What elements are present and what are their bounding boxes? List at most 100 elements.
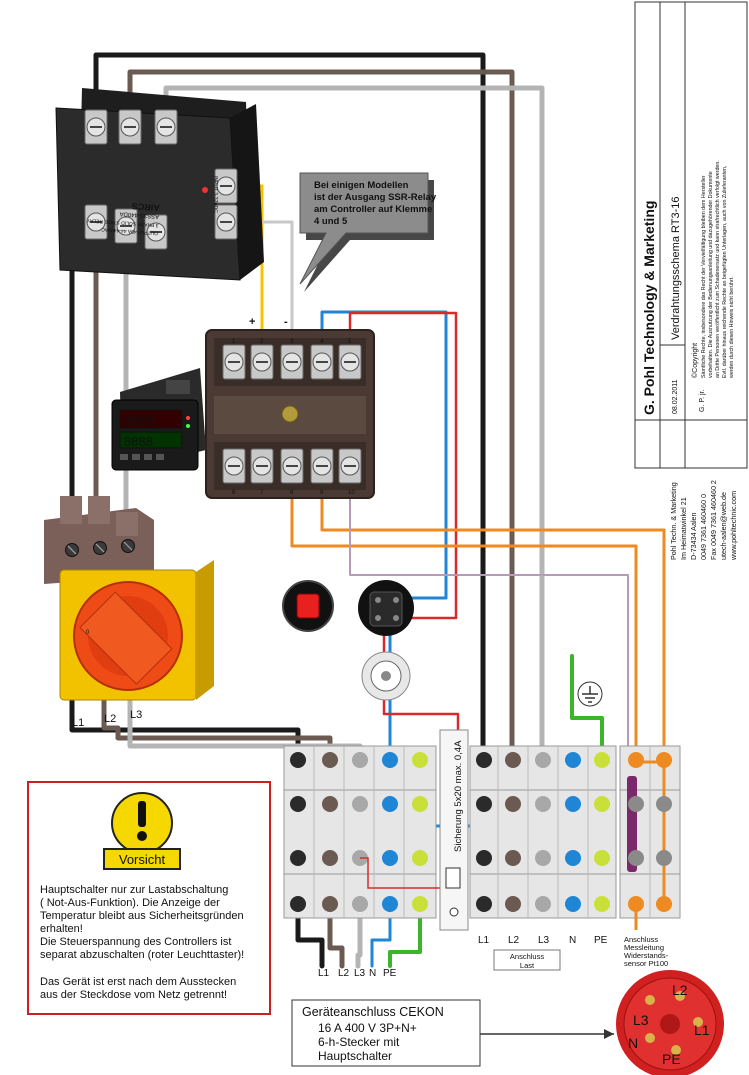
terminal-label-l1: L1 xyxy=(478,935,490,946)
solid-state-relay: AIRCS ASS3S-440DA 3 PHASE SOLID STATE RE… xyxy=(55,88,264,281)
warning-p1-2: ( Not-Aus-Funktion). Die Anzeige der xyxy=(40,897,220,909)
terminal-label-l3: L3 xyxy=(538,935,550,946)
ssr-model: ASS3S-440DA xyxy=(119,210,159,219)
title-block: G. Pohl Technology & Marketing Verdrahtu… xyxy=(634,1,748,561)
ctrl-num-1: 1 xyxy=(232,339,236,345)
ctrl-terminal-4 xyxy=(310,344,334,380)
ctrl-num-3: 3 xyxy=(290,339,294,345)
plug-l3: L3 xyxy=(633,1012,649,1028)
ssr-input: INPUT 3-32VDC xyxy=(212,176,218,213)
cekon-line-3: 6-h-Stecker mit xyxy=(318,1035,400,1049)
warning-p1-6: separat abzuschalten (roter Leuchttaster… xyxy=(40,949,244,961)
address-3: D-73434 Aalen xyxy=(689,512,698,560)
switch-label-l2: L2 xyxy=(104,713,116,725)
terminal-label-pe: PE xyxy=(594,935,608,946)
ssr-minus-label: - xyxy=(284,316,288,328)
ssr-brand: AIRCS xyxy=(131,201,160,213)
warning-p2-1: Das Gerät ist erst nach dem Ausstecken xyxy=(40,976,236,988)
sensor-label-3: Widerstands- xyxy=(624,951,669,960)
ssr-callout: Bei einigen Modellen ist der Ausgang SSR… xyxy=(299,172,437,292)
red-rocker-switch[interactable] xyxy=(282,580,334,632)
ctrl-num-4: 4 xyxy=(320,339,324,345)
last-box-line-2: Last xyxy=(520,961,535,970)
switch-terminal-l1 xyxy=(64,542,80,558)
company-name: G. Pohl Technology & Marketing xyxy=(641,201,657,415)
callout-line-4: 4 und 5 xyxy=(314,216,348,227)
controller-terminal-block: 1 2 3 4 5 6 7 8 9 10 xyxy=(205,329,375,499)
terminal-label-l2: L2 xyxy=(508,935,520,946)
bottom-label-l1: L1 xyxy=(318,968,330,979)
plug-l2: L2 xyxy=(672,982,688,998)
plug-n: N xyxy=(628,1035,638,1051)
ctrl-num-9: 9 xyxy=(320,490,324,496)
copyright-2: vorbehalten. Die Ausnutzung der Bedienun… xyxy=(708,171,714,378)
ground-icon xyxy=(577,681,603,707)
bottom-label-l2: L2 xyxy=(338,968,350,979)
ctrl-num-2: 2 xyxy=(260,339,264,345)
switch-label-l3: L3 xyxy=(130,709,142,721)
warning-p1-1: Hauptschalter nur zur Lastabschaltung xyxy=(40,884,228,896)
main-switch: 0 xyxy=(44,496,214,701)
cekon-box: Geräteanschluss CEKON 16 A 400 V 3P+N+ 6… xyxy=(291,999,481,1067)
cekon-line-2: 16 A 400 V 3P+N+ xyxy=(318,1021,417,1035)
sensor-label-4: sensor Pt100 xyxy=(624,959,668,968)
ctrl-terminal-5 xyxy=(338,344,362,380)
ssr-terminal-2 xyxy=(118,109,142,145)
ssr-output: OUTPUT:40A 44-440VAC xyxy=(101,226,159,236)
address-4: 0049 7361 460460 0 xyxy=(699,494,708,560)
cekon-line-4: Hauptschalter xyxy=(318,1049,392,1063)
ssr-terminal-1 xyxy=(84,109,108,145)
bottom-label-pe: PE xyxy=(383,968,397,979)
copyright-1: Sämtliche Rechte, insbesondere das Recht… xyxy=(701,175,707,378)
sensor-label-2: Messleitung xyxy=(624,943,664,952)
copyright-3: an Dritte Personen veröffentlicht zum Sc… xyxy=(715,160,721,378)
switch-terminal-l2 xyxy=(92,540,108,556)
warning-p2-2: aus der Steckdose vom Netz getrennt! xyxy=(40,989,227,1001)
ctrl-terminal-1 xyxy=(222,344,246,380)
callout-line-1: Bei einigen Modellen xyxy=(314,180,409,191)
warning-p1-5: Die Steuerspannung des Controllers ist xyxy=(40,936,231,948)
ctrl-terminal-3 xyxy=(280,344,304,380)
ctrl-terminal-9 xyxy=(310,448,334,484)
ssr-plus-label: + xyxy=(249,316,255,328)
ssr-type: 3 PHASE SOLID STATE RELAY xyxy=(86,217,159,228)
svg-text:0: 0 xyxy=(86,630,90,636)
wire-grey-l3 xyxy=(123,85,545,969)
drawing-author: G. P. jr. xyxy=(699,390,706,412)
address-6: utech-aalen@web.de xyxy=(719,492,728,560)
fuse-holder: Sicherung 5x20 max. 0,4A xyxy=(439,729,469,931)
svg-text:8888: 8888 xyxy=(124,434,153,449)
switch-label-l1: L1 xyxy=(72,717,84,729)
cekon-line-1: Geräteanschluss CEKON xyxy=(302,1005,444,1019)
warning-p1-4: erhalten! xyxy=(40,923,83,935)
cekon-plug xyxy=(616,970,724,1075)
last-box-line-1: Anschluss xyxy=(510,952,544,961)
svg-text:8888: 8888 xyxy=(124,412,155,428)
callout-line-2: ist der Ausgang SSR-Relay xyxy=(314,192,437,203)
ctrl-num-6: 6 xyxy=(232,490,236,496)
warning-box: Vorsicht Hauptschalter nur zur Lastabsch… xyxy=(27,781,271,1015)
switch-terminal-l3 xyxy=(120,538,136,554)
plug-l1: L1 xyxy=(694,1022,710,1038)
bottom-label-n: N xyxy=(369,968,376,979)
ctrl-num-7: 7 xyxy=(260,490,264,496)
ctrl-terminal-10 xyxy=(338,448,362,484)
ctrl-num-5: 5 xyxy=(348,339,352,345)
wire-brown-l2 xyxy=(93,69,515,969)
ctrl-num-8: 8 xyxy=(290,490,294,496)
bottom-label-l3: L3 xyxy=(354,968,366,979)
ctrl-terminal-2 xyxy=(250,344,274,380)
illuminated-switch-back xyxy=(358,580,414,636)
address-2: Im Heimatwinkel 21 xyxy=(679,497,688,560)
warning-badge: Vorsicht xyxy=(119,852,166,867)
terminal-strip xyxy=(283,745,681,930)
callout-line-3: am Controller auf Klemme xyxy=(314,204,432,215)
sensor-label-1: Anschluss xyxy=(624,935,658,944)
copyright-5: werden durch diesen Hinweis nicht berühr… xyxy=(729,276,735,378)
ctrl-num-10: 10 xyxy=(348,490,355,496)
ctrl-terminal-6 xyxy=(222,448,246,484)
wire-green-pe xyxy=(388,654,604,968)
wire-orange-sensor xyxy=(290,460,666,762)
ctrl-terminal-7 xyxy=(250,448,274,484)
